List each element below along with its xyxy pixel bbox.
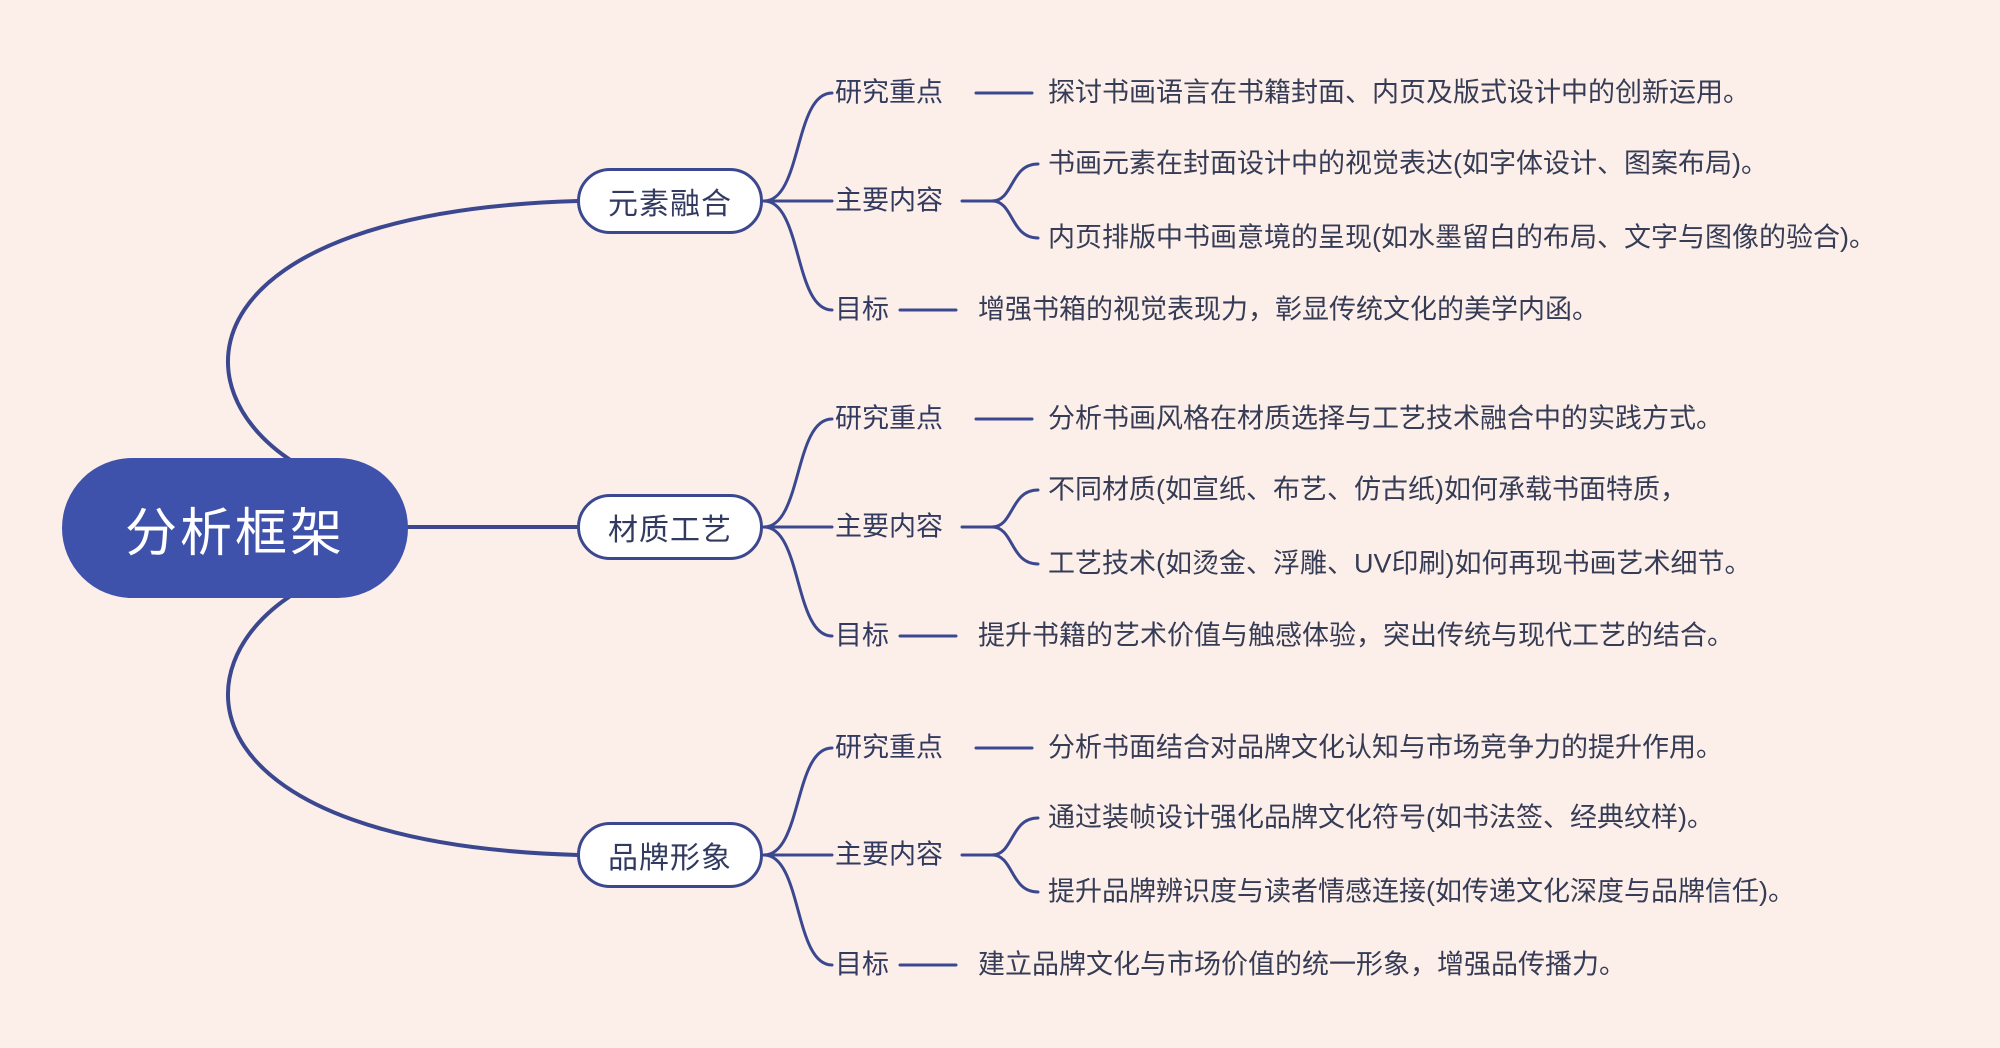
- detail-text: 提升品牌辨识度与读者情感连接(如传递文化深度与品牌信任)。: [1048, 876, 1795, 907]
- item-title: 研究重点: [835, 77, 943, 108]
- detail-text: 分析书画风格在材质选择与工艺技术融合中的实践方式。: [1048, 403, 1723, 434]
- detail-text: 建立品牌文化与市场价值的统一形象，增强品传播力。: [978, 949, 1626, 980]
- detail-text: 不同材质(如宣纸、布艺、仿古纸)如何承载书面特质，: [1048, 474, 1687, 505]
- root-node: 分析框架: [62, 458, 408, 598]
- item-title: 目标: [835, 620, 889, 651]
- trunk-top: [226, 199, 580, 468]
- branch-label: 元素融合: [608, 188, 732, 221]
- branch-label: 材质工艺: [608, 514, 732, 547]
- detail-text: 分析书面结合对品牌文化认知与市场竞争力的提升作用。: [1048, 732, 1723, 763]
- item-title: 目标: [835, 949, 889, 980]
- item-title: 研究重点: [835, 732, 943, 763]
- item-title: 目标: [835, 294, 889, 325]
- detail-text: 内页排版中书画意境的呈现(如水墨留白的布局、文字与图像的验合)。: [1048, 222, 1876, 253]
- detail-text: 探讨书画语言在书籍封面、内页及版式设计中的创新运用。: [1048, 77, 1750, 108]
- detail-text: 增强书箱的视觉表现力，彰显传统文化的美学内函。: [978, 294, 1599, 325]
- item-title: 主要内容: [835, 839, 943, 870]
- item-title: 研究重点: [835, 403, 943, 434]
- item-title: 主要内容: [835, 185, 943, 216]
- trunk-bottom: [226, 588, 580, 857]
- detail-text: 书画元素在封面设计中的视觉表达(如字体设计、图案布局)。: [1048, 148, 1768, 179]
- branch-node-material-craft: 材质工艺: [577, 494, 763, 560]
- detail-text: 提升书籍的艺术价值与触感体验，突出传统与现代工艺的结合。: [978, 620, 1734, 651]
- branch-node-brand-image: 品牌形象: [577, 822, 763, 888]
- branch-label: 品牌形象: [608, 842, 732, 875]
- branch-node-element-fusion: 元素融合: [577, 168, 763, 234]
- item-title: 主要内容: [835, 511, 943, 542]
- detail-text: 通过装帧设计强化品牌文化符号(如书法签、经典纹样)。: [1048, 802, 1714, 833]
- root-label: 分析框架: [124, 504, 345, 563]
- detail-text: 工艺技术(如烫金、浮雕、UV印刷)如何再现书画艺术细节。: [1048, 548, 1752, 579]
